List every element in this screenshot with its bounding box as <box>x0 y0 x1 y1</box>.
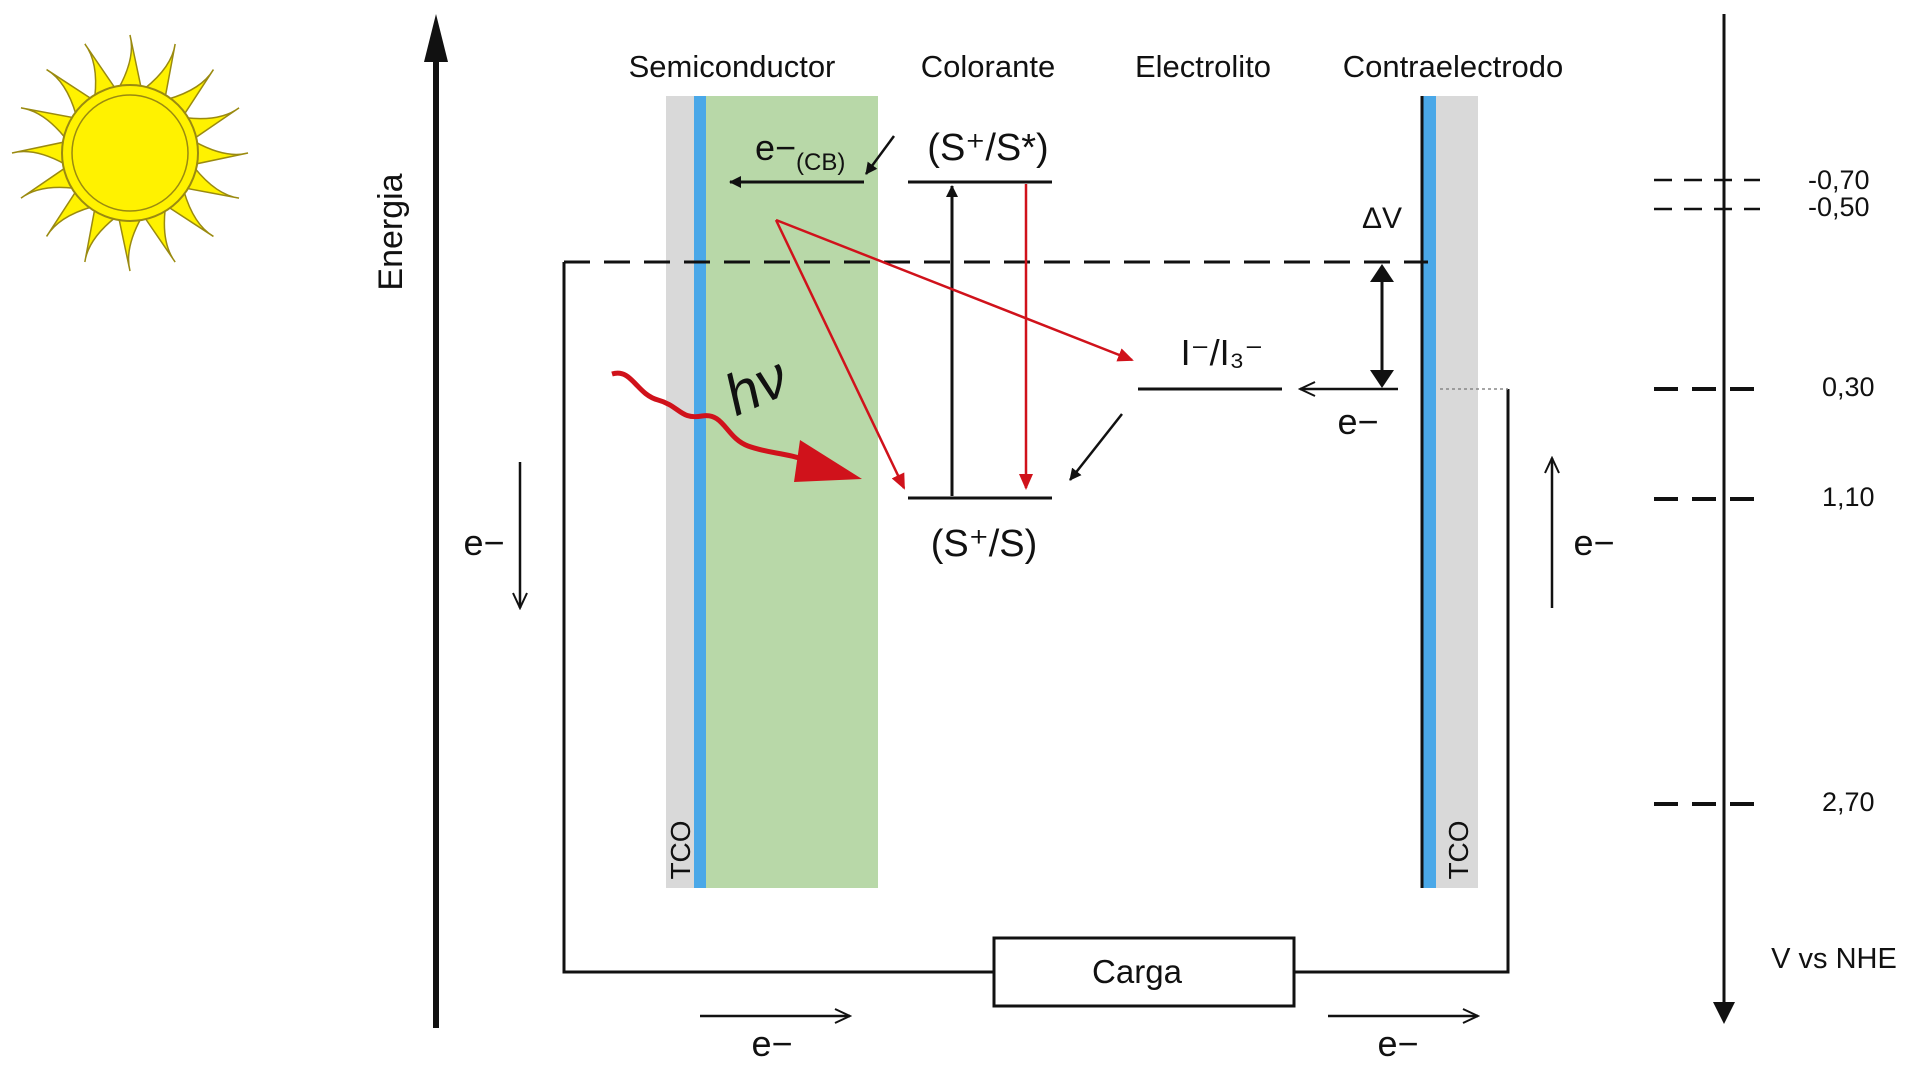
load-label: Carga <box>1092 953 1183 990</box>
cb-subscript: (CB) <box>796 149 845 176</box>
potential-level-2: 0,30 <box>1654 372 1875 402</box>
sun-ray <box>143 43 176 99</box>
regeneration-arrow <box>1069 413 1123 481</box>
sun-inner-ring <box>71 94 189 212</box>
potential-label-3: 1,10 <box>1822 482 1875 512</box>
sun-ray <box>184 107 240 140</box>
semiconductor-layer <box>706 96 878 888</box>
sun-ray <box>20 107 76 140</box>
recombination-arrow-dye <box>774 219 906 490</box>
sun-ray <box>143 207 176 263</box>
electron-cb-label: e−(CB) <box>755 127 845 176</box>
sun-ray <box>184 166 240 199</box>
left-electron-label: e− <box>463 522 504 563</box>
header-colorante: Colorante <box>921 49 1055 84</box>
sun-ray <box>166 189 214 238</box>
potential-level-1: -0,50 <box>1654 192 1870 222</box>
conductive-cathode-layer <box>1422 96 1436 888</box>
tco-cathode-layer <box>1436 96 1478 888</box>
sun-ray <box>117 217 143 272</box>
sun-ray <box>20 166 76 199</box>
recombination-arrow-electrolyte <box>775 218 1134 362</box>
potential-level-0: -0,70 <box>1654 165 1870 195</box>
sun-ray <box>45 189 94 237</box>
potential-axis-label: V vs NHE <box>1771 943 1897 975</box>
potential-label-0: -0,70 <box>1808 165 1870 195</box>
dye-to-cb-pointer <box>864 135 896 175</box>
tco-cathode-label: TCO <box>1443 820 1474 879</box>
excited-state-label: (S⁺/S*) <box>927 127 1048 169</box>
bottom-left-electron-label: e− <box>751 1023 792 1064</box>
delta-v-label: ΔV <box>1362 202 1402 235</box>
sun-ray <box>84 43 117 99</box>
potential-label-2: 0,30 <box>1822 372 1875 402</box>
delta-v-arrowhead-bottom <box>1370 370 1394 388</box>
sun-ray <box>166 69 215 117</box>
circuit-wire-right <box>1294 389 1510 974</box>
photon-wave <box>611 370 813 465</box>
sun-ray <box>84 207 117 263</box>
energy-axis-label: Energia <box>372 173 410 290</box>
ground-state-label: (S⁺/S) <box>931 523 1038 565</box>
sun-icon <box>11 34 249 272</box>
tco-anode-label: TCO <box>665 820 696 879</box>
tco-anode-layer <box>666 96 694 888</box>
sun-rays <box>11 34 249 272</box>
sun-ray <box>117 34 143 89</box>
potential-axis-arrowhead <box>1713 1002 1735 1024</box>
sun-ray <box>194 140 249 166</box>
counter-electron-label: e− <box>1337 401 1378 442</box>
right-electron-label: e− <box>1573 522 1614 563</box>
delta-v-arrowhead-top <box>1370 264 1394 282</box>
redox-couple-label: I⁻/I₃⁻ <box>1181 332 1264 373</box>
sun-disc <box>61 84 199 222</box>
potential-level-4: 2,70 <box>1654 787 1875 817</box>
potential-label-4: 2,70 <box>1822 787 1875 817</box>
circuit-wire-left <box>562 262 994 974</box>
load-box <box>992 936 1296 1008</box>
potential-level-3: 1,10 <box>1654 482 1875 512</box>
sun-ray <box>11 140 66 166</box>
bottom-right-electron-label: e− <box>1377 1023 1418 1064</box>
header-semiconductor: Semiconductor <box>629 49 836 84</box>
sun-ray <box>46 68 94 117</box>
header-electrolito: Electrolito <box>1135 49 1271 84</box>
photon-arrowhead <box>794 440 862 482</box>
conductive-anode-layer <box>694 96 706 888</box>
energy-axis-arrowhead <box>424 14 448 62</box>
potential-label-1: -0,50 <box>1808 192 1870 222</box>
header-contraelectrodo: Contraelectrodo <box>1343 49 1564 84</box>
